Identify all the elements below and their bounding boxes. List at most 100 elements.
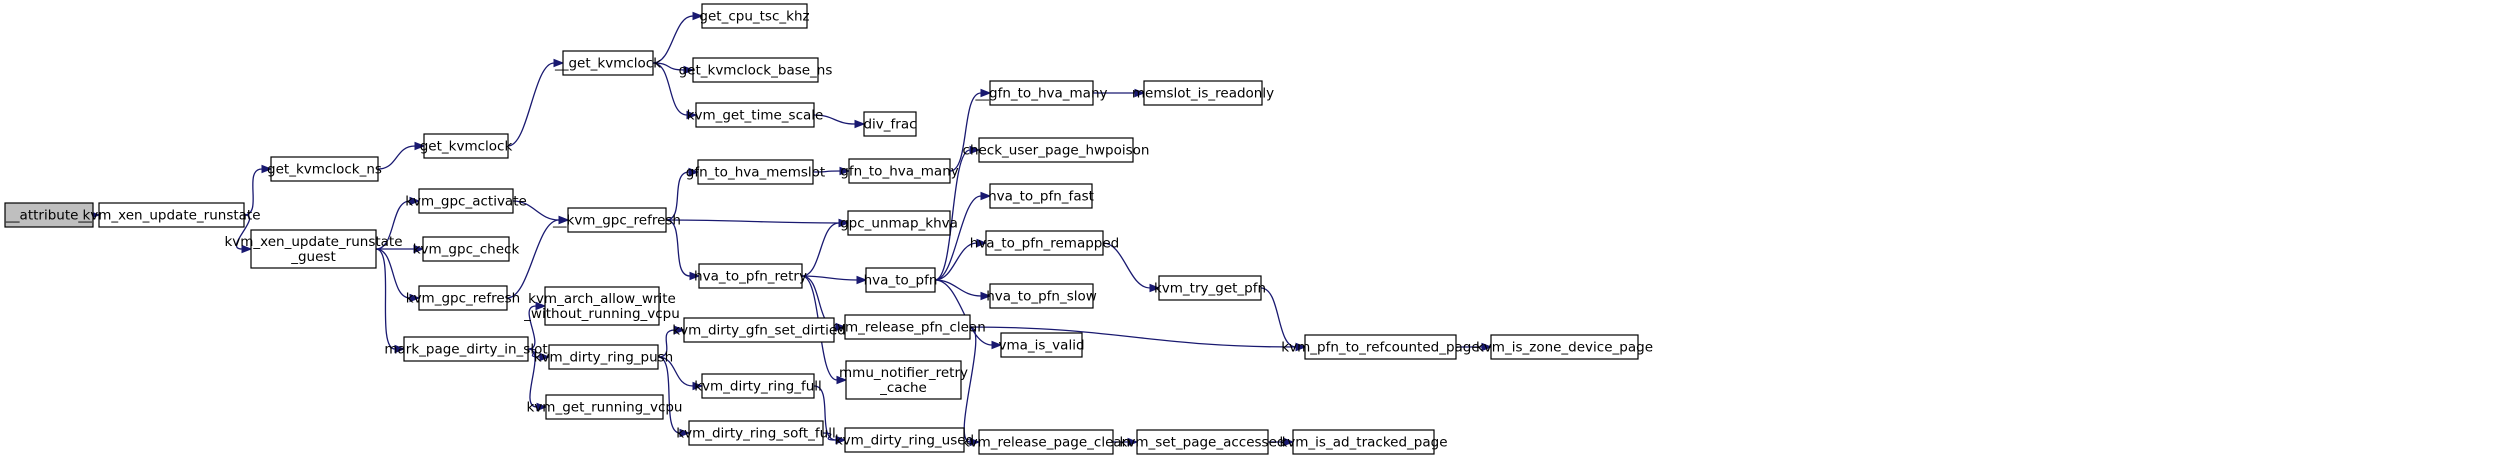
node-box — [270, 156, 379, 182]
function-node-get-kvmclock[interactable]: __get_kvmclock — [554, 50, 661, 76]
function-node-vma-is-valid[interactable]: vma_is_valid — [998, 332, 1085, 358]
call-edge — [243, 164, 273, 216]
node-label: kvm_pfn_to_refcounted_page — [1281, 340, 1479, 356]
node-box — [418, 188, 514, 214]
node-label: kvm_is_zone_device_page — [1476, 340, 1653, 356]
function-node-gpc-unmap-khva[interactable]: gpc_unmap_khva — [840, 210, 958, 236]
function-node-memslot-is-readonly[interactable]: memslot_is_readonly — [1132, 80, 1274, 106]
node-box — [698, 263, 803, 289]
node-label: _guest — [290, 249, 336, 265]
function-node-get-kvmclock-ns[interactable]: get_kvmclock_ns — [267, 156, 382, 182]
call-edge — [377, 141, 426, 170]
function-node-kvm-dirty-gfn-set-dirtied[interactable]: kvm_dirty_gfn_set_dirtied — [672, 317, 846, 343]
node-label: hva_to_pfn_retry — [694, 269, 807, 285]
call-edge — [375, 248, 406, 354]
node-label: kvm_gpc_activate — [405, 194, 527, 210]
function-node-kvm-dirty-ring-soft-full[interactable]: kvm_dirty_ring_soft_full — [676, 420, 836, 446]
node-label: kvm_try_get_pfn — [1154, 281, 1266, 297]
call-edge — [812, 166, 851, 176]
function-node-kvm-gpc-activate[interactable]: kvm_gpc_activate — [405, 188, 527, 214]
function-node-hva-to-pfn-slow[interactable]: hva_to_pfn_slow — [986, 283, 1097, 309]
function-node-kvm-try-get-pfn[interactable]: kvm_try_get_pfn — [1154, 275, 1266, 301]
node-label: kvm_is_ad_tracked_page — [1279, 435, 1447, 451]
call-edge — [657, 356, 691, 438]
function-node-mmu-notifier-retry-cache[interactable]: mmu_notifier_retry_cache — [839, 360, 968, 400]
function-node-kvm-get-running-vcpu[interactable]: kvm_get_running_vcpu — [526, 394, 683, 420]
function-node-kvm-is-zone-device-page[interactable]: kvm_is_zone_device_page — [1476, 334, 1653, 360]
call-edge — [1455, 342, 1493, 352]
function-node-kvm-arch-allow-write-without-running-vcpu[interactable]: kvm_arch_allow_write_without_running_vcp… — [523, 286, 680, 326]
node-box — [683, 317, 835, 343]
node-box — [544, 286, 660, 326]
node-label: gfn_to_hva_memslot — [686, 165, 825, 181]
node-box — [1136, 429, 1269, 455]
node-box — [848, 158, 951, 184]
function-node-gfn-to-hva-memslot[interactable]: gfn_to_hva_memslot — [686, 159, 825, 185]
call-edge — [813, 114, 866, 129]
call-edge — [506, 215, 570, 299]
node-label: _cache — [879, 380, 927, 396]
function-node-get-kvmclock-base-ns[interactable]: get_kvmclock_base_ns — [679, 57, 833, 83]
node-label: _without_running_vcpu — [523, 306, 680, 322]
function-node-kvm-pfn-to-refcounted-page[interactable]: kvm_pfn_to_refcounted_page — [1281, 334, 1480, 360]
function-node-hva-to-pfn-retry[interactable]: hva_to_pfn_retry — [694, 263, 807, 289]
node-box — [985, 230, 1104, 256]
node-box — [978, 137, 1134, 163]
call-edge — [1113, 437, 1139, 447]
call-edge — [1268, 437, 1295, 447]
call-edge — [801, 275, 868, 285]
function-node-kvm-xen-update-runstate-guest[interactable]: kvm_xen_update_runstate_guest — [224, 229, 403, 269]
function-node-kvm-xen-update-runstate[interactable]: kvm_xen_update_runstate — [82, 202, 261, 228]
function-node-check-user-page-hwpoison[interactable]: check_user_page_hwpoison — [963, 137, 1150, 163]
function-node-div-frac[interactable]: div_frac — [863, 111, 917, 137]
function-node-get-cpu-tsc-khz[interactable]: get_cpu_tsc_khz — [699, 3, 810, 29]
function-node-mark-page-dirty-in-slot[interactable]: mark_page_dirty_in_slot — [384, 336, 548, 362]
node-box — [4, 202, 94, 228]
node-box — [688, 420, 824, 446]
function-node-attribute[interactable]: __attribute__ — [4, 202, 94, 228]
node-box — [562, 50, 654, 76]
node-label: check_user_page_hwpoison — [963, 143, 1150, 159]
function-node-kvm-release-page-clean[interactable]: kvm_release_page_clean — [962, 429, 1130, 455]
function-node-kvm-dirty-ring-push[interactable]: kvm_dirty_ring_push — [534, 344, 674, 370]
node-box — [844, 427, 965, 453]
function-node-kvm-gpc-refresh[interactable]: __kvm_gpc_refresh — [552, 207, 681, 233]
node-label: kvm_dirty_gfn_set_dirtied — [672, 323, 845, 339]
node-label: gpc_unmap_khva — [840, 216, 958, 232]
function-node-hva-to-pfn-fast[interactable]: hva_to_pfn_fast — [988, 183, 1094, 209]
node-label: get_kvmclock_ns — [267, 162, 382, 178]
node-label: kvm_gpc_refresh — [406, 291, 520, 307]
function-node-kvm-dirty-ring-full[interactable]: kvm_dirty_ring_full — [694, 373, 822, 399]
function-node-kvm-gpc-check[interactable]: kvm_gpc_check — [413, 236, 520, 262]
function-node-kvm-dirty-ring-used[interactable]: kvm_dirty_ring_used — [835, 427, 974, 453]
function-node-kvm-is-ad-tracked-page[interactable]: kvm_is_ad_tracked_page — [1279, 429, 1448, 455]
node-label: hva_to_pfn — [864, 273, 938, 289]
function-node-kvm-gpc-refresh[interactable]: kvm_gpc_refresh — [406, 285, 520, 311]
call-edges — [83, 11, 1493, 447]
function-node-hva-to-pfn[interactable]: hva_to_pfn — [864, 267, 938, 293]
call-edge — [665, 218, 850, 228]
call-edge — [665, 167, 700, 221]
node-box — [865, 267, 936, 293]
function-node-gfn-to-hva-many[interactable]: gfn_to_hva_many — [840, 158, 959, 184]
call-edge — [934, 238, 988, 281]
function-node-get-kvmclock[interactable]: get_kvmclock — [420, 133, 513, 159]
node-box — [423, 133, 509, 159]
node-box — [1304, 334, 1457, 360]
function-node-gfn-to-hva-many[interactable]: __gfn_to_hva_many — [975, 80, 1108, 106]
node-box — [845, 360, 962, 400]
function-node-kvm-set-page-accessed[interactable]: kvm_set_page_accessed — [1120, 429, 1286, 455]
call-edge — [507, 58, 565, 147]
call-edge — [375, 196, 421, 250]
node-label: vma_is_valid — [998, 338, 1084, 354]
function-node-kvm-get-time-scale[interactable]: kvm_get_time_scale — [687, 102, 824, 128]
node-box — [844, 314, 971, 340]
node-label: hva_to_pfn_remapped — [970, 236, 1120, 252]
function-node-hva-to-pfn-remapped[interactable]: hva_to_pfn_remapped — [970, 230, 1120, 256]
function-node-kvm-release-pfn-clean[interactable]: kvm_release_pfn_clean — [829, 314, 986, 340]
node-box — [863, 111, 917, 137]
node-box — [1158, 275, 1262, 301]
node-box — [697, 159, 814, 185]
node-label: __kvm_gpc_refresh — [552, 213, 681, 229]
